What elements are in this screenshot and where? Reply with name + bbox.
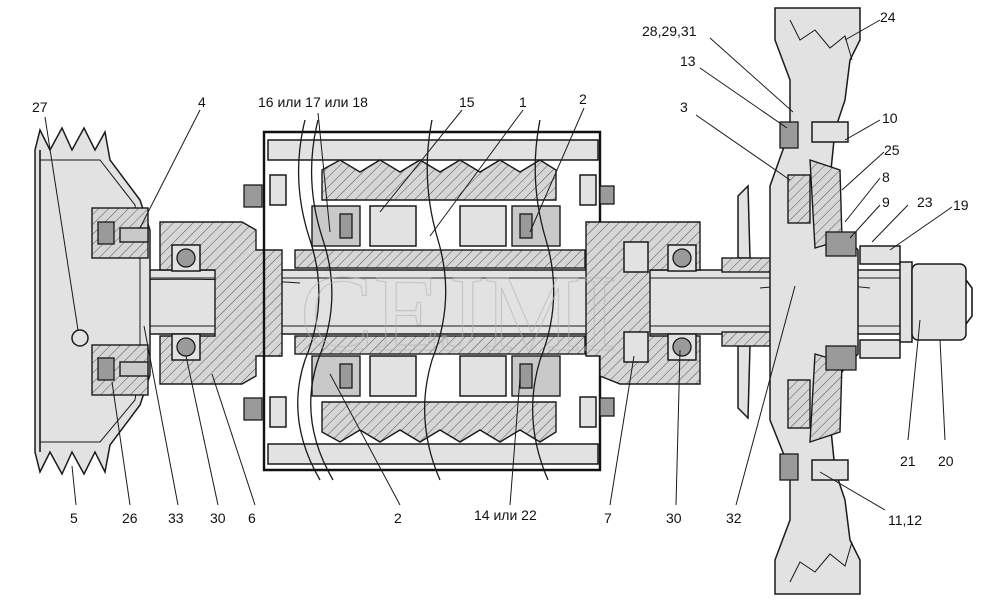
callout-14-22: 14 или 22	[474, 507, 537, 523]
callout-30-right: 30	[666, 510, 682, 526]
sprocket	[721, 184, 783, 420]
callout-19: 19	[953, 197, 969, 213]
callout-15: 15	[459, 94, 475, 110]
callout-9: 9	[882, 194, 890, 210]
callout-25: 25	[884, 142, 900, 158]
callout-30-left: 30	[210, 510, 226, 526]
callout-26: 26	[122, 510, 138, 526]
callout-23: 23	[917, 194, 933, 210]
callout-1: 1	[519, 94, 527, 110]
drum-shell	[262, 130, 615, 472]
callout-11-12: 11,12	[888, 512, 922, 528]
right-pulley	[769, 7, 861, 595]
callout-32: 32	[726, 510, 742, 526]
callout-16-17-18: 16 или 17 или 18	[258, 94, 368, 110]
callout-24: 24	[880, 9, 896, 25]
callout-8: 8	[882, 169, 890, 185]
inner-seals	[294, 205, 586, 397]
callout-28-29-31: 28,29,31	[642, 23, 697, 39]
callout-27: 27	[32, 99, 48, 115]
callout-10: 10	[882, 110, 898, 126]
callout-5: 5	[70, 510, 78, 526]
break-lines	[297, 119, 555, 481]
callout-2-top: 2	[579, 91, 587, 107]
callout-4: 4	[198, 94, 206, 110]
right-housing	[585, 221, 701, 385]
end-nut	[859, 245, 973, 359]
callout-21: 21	[900, 453, 916, 469]
callout-labels: 27 4 16 или 17 или 18 15 1 2 3 13 28,29,…	[32, 9, 969, 528]
callout-20: 20	[938, 453, 954, 469]
left-pulley	[34, 126, 151, 476]
leader-lines	[44, 19, 953, 511]
callout-33: 33	[168, 510, 184, 526]
callout-2-bottom: 2	[394, 510, 402, 526]
callout-6: 6	[248, 510, 256, 526]
watermark: CEJMI	[300, 252, 618, 374]
callout-3: 3	[680, 99, 688, 115]
callout-7: 7	[604, 510, 612, 526]
callout-13: 13	[680, 53, 696, 69]
left-housing	[159, 184, 283, 421]
